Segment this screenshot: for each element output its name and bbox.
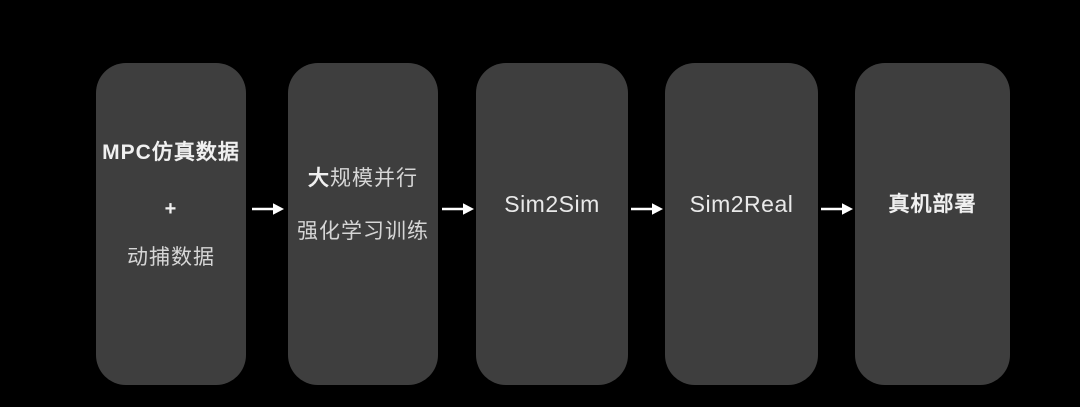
flow-step-training-data: MPC仿真数据 + 动捕数据	[96, 63, 246, 385]
step-label-deployment: 真机部署	[888, 193, 977, 217]
flow-step-sim2sim: Sim2Sim	[476, 63, 628, 385]
arrow-right-icon	[252, 202, 284, 216]
flow-step-rl-training: 大规模并行 强化学习训练	[288, 63, 438, 385]
flow-step-sim2real: Sim2Real	[665, 63, 818, 385]
step-label-rl: 强化学习训练	[297, 220, 429, 243]
step-label-mpc-sim-data: MPC仿真数据	[102, 140, 240, 164]
step-label-sim2sim: Sim2Sim	[504, 191, 600, 218]
plus-sign: +	[164, 198, 178, 220]
step-label-parallel: 大规模并行	[308, 167, 418, 190]
arrow-right-icon	[631, 202, 663, 216]
step-label-mocap-data: 动捕数据	[127, 246, 215, 269]
step-label-parallel-rest: 规模并行	[330, 166, 418, 190]
arrow-right-icon	[442, 202, 474, 216]
step-label-sim2real: Sim2Real	[689, 191, 794, 218]
flow-step-deployment: 真机部署	[855, 63, 1010, 385]
arrow-right-icon	[821, 202, 853, 216]
step-label-parallel-emphasis: 大	[308, 166, 330, 190]
